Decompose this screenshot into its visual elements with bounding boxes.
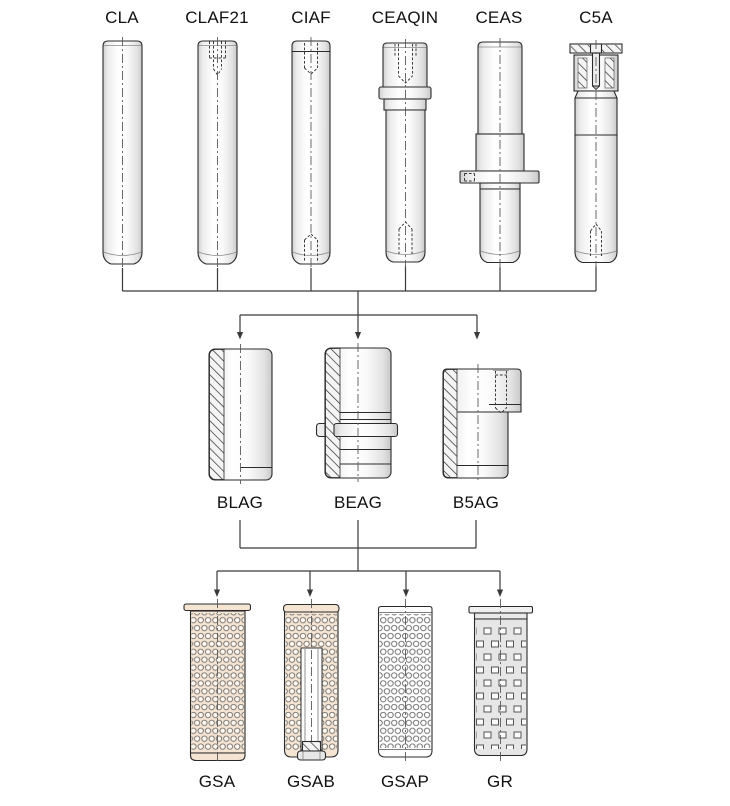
label-gsa: GSA [198, 772, 236, 791]
gsab-cage-drawing [282, 599, 340, 761]
connector-bushings-to-cages [213, 520, 504, 597]
arrowheads-row2 [236, 332, 481, 340]
label-gsap: GSAP [380, 772, 430, 791]
cla-pin-drawing [102, 37, 143, 270]
label-ceaqin: CEAQIN [371, 8, 439, 27]
label-ciaf: CIAF [291, 8, 331, 27]
c5a-pin-drawing [569, 40, 623, 268]
label-claf21: CLAF21 [185, 8, 249, 27]
ciaf-pin-drawing [291, 37, 331, 270]
beag-bushing-drawing [315, 343, 399, 482]
label-blag: BLAG [216, 493, 264, 512]
label-cla: CLA [105, 8, 139, 27]
label-gr: GR [487, 772, 513, 791]
gr-cage-drawing [468, 599, 534, 763]
b5ag-bushing-drawing [442, 364, 522, 483]
label-b5ag: B5AG [452, 493, 500, 512]
label-c5a: C5A [579, 8, 613, 27]
claf21-pin-drawing [197, 37, 238, 270]
gsap-cage-drawing [377, 599, 433, 763]
ceas-pin-drawing [459, 38, 540, 272]
ceaqin-pin-drawing [378, 39, 432, 268]
label-beag: BEAG [333, 493, 383, 512]
blag-bushing-drawing [208, 344, 273, 484]
label-ceas: CEAS [475, 8, 523, 27]
connector-pins-to-bushings [121, 266, 597, 340]
label-gsab: GSAB [286, 772, 336, 791]
arrowheads-row3 [213, 589, 504, 597]
gsa-cage-drawing [183, 599, 252, 764]
